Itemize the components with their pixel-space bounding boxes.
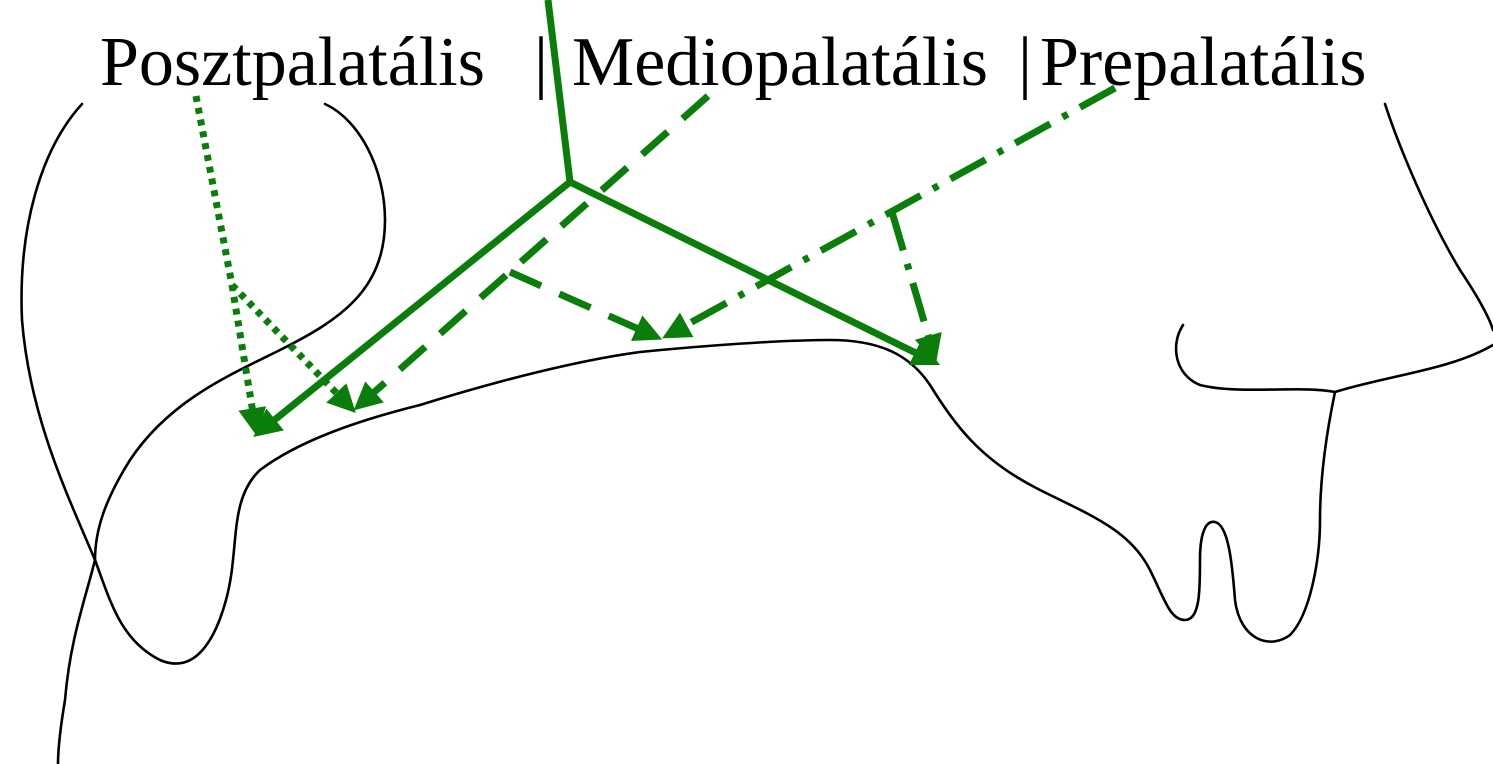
lip-contour — [1290, 392, 1335, 635]
nose-bridge-contour — [1385, 104, 1493, 330]
palatal-arrow-back — [262, 182, 570, 430]
label-separator: | — [534, 18, 548, 108]
places-of-articulation-heading: Posztpalatális | Mediopalatális | Prepal… — [0, 18, 1493, 108]
palate-contour — [420, 340, 1290, 642]
pharynx-contour — [58, 560, 95, 764]
mediopalatal-label: Mediopalatális — [572, 18, 988, 108]
velum-contour — [22, 104, 420, 664]
postpalatal-pointer-line — [196, 96, 232, 285]
prepalatal-label: Prepalatális — [1040, 18, 1367, 108]
nose-contour — [1176, 325, 1493, 392]
vocal-tract-outline — [22, 104, 1493, 764]
nasal-bulge-contour — [95, 104, 385, 560]
prepalatal-arrow-long — [672, 88, 1115, 333]
mediopalatal-arrow-short — [510, 272, 652, 335]
mediopalatal-arrow-long — [362, 96, 708, 403]
prepalatal-arrow-short — [892, 212, 933, 352]
palatal-arrow-front — [570, 182, 930, 360]
postpalatal-label: Posztpalatális — [100, 18, 485, 108]
label-separator: | — [1018, 18, 1032, 108]
